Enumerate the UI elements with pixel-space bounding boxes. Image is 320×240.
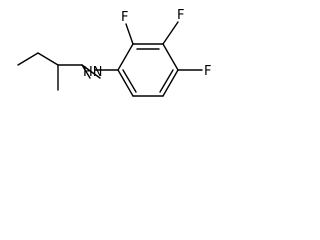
bond-c-f-top-right bbox=[162, 21, 179, 45]
ring-bond-3 bbox=[162, 43, 179, 71]
ring-bond-1 bbox=[117, 43, 134, 71]
nh-label: HN bbox=[83, 65, 103, 80]
chemical-structure-diagram: HN F F F bbox=[17, 8, 211, 97]
fluorine-label-top-left: F bbox=[121, 10, 128, 25]
bond-ethyl-ch3-ch2 bbox=[17, 52, 39, 66]
bond-c-f-top-left bbox=[125, 23, 134, 45]
bond-methyl-right bbox=[81, 64, 101, 79]
bond-ethyl-ch2-ch bbox=[37, 52, 59, 66]
ring-bond-4 bbox=[162, 69, 179, 97]
fluorine-label-top-right: F bbox=[177, 8, 184, 23]
bond-ch-nh bbox=[81, 64, 91, 79]
fluorine-label-right: F bbox=[204, 64, 211, 79]
ring-double-bond-right bbox=[159, 69, 174, 93]
ring-double-bond-left bbox=[122, 69, 137, 93]
ring-bond-6 bbox=[117, 69, 134, 97]
